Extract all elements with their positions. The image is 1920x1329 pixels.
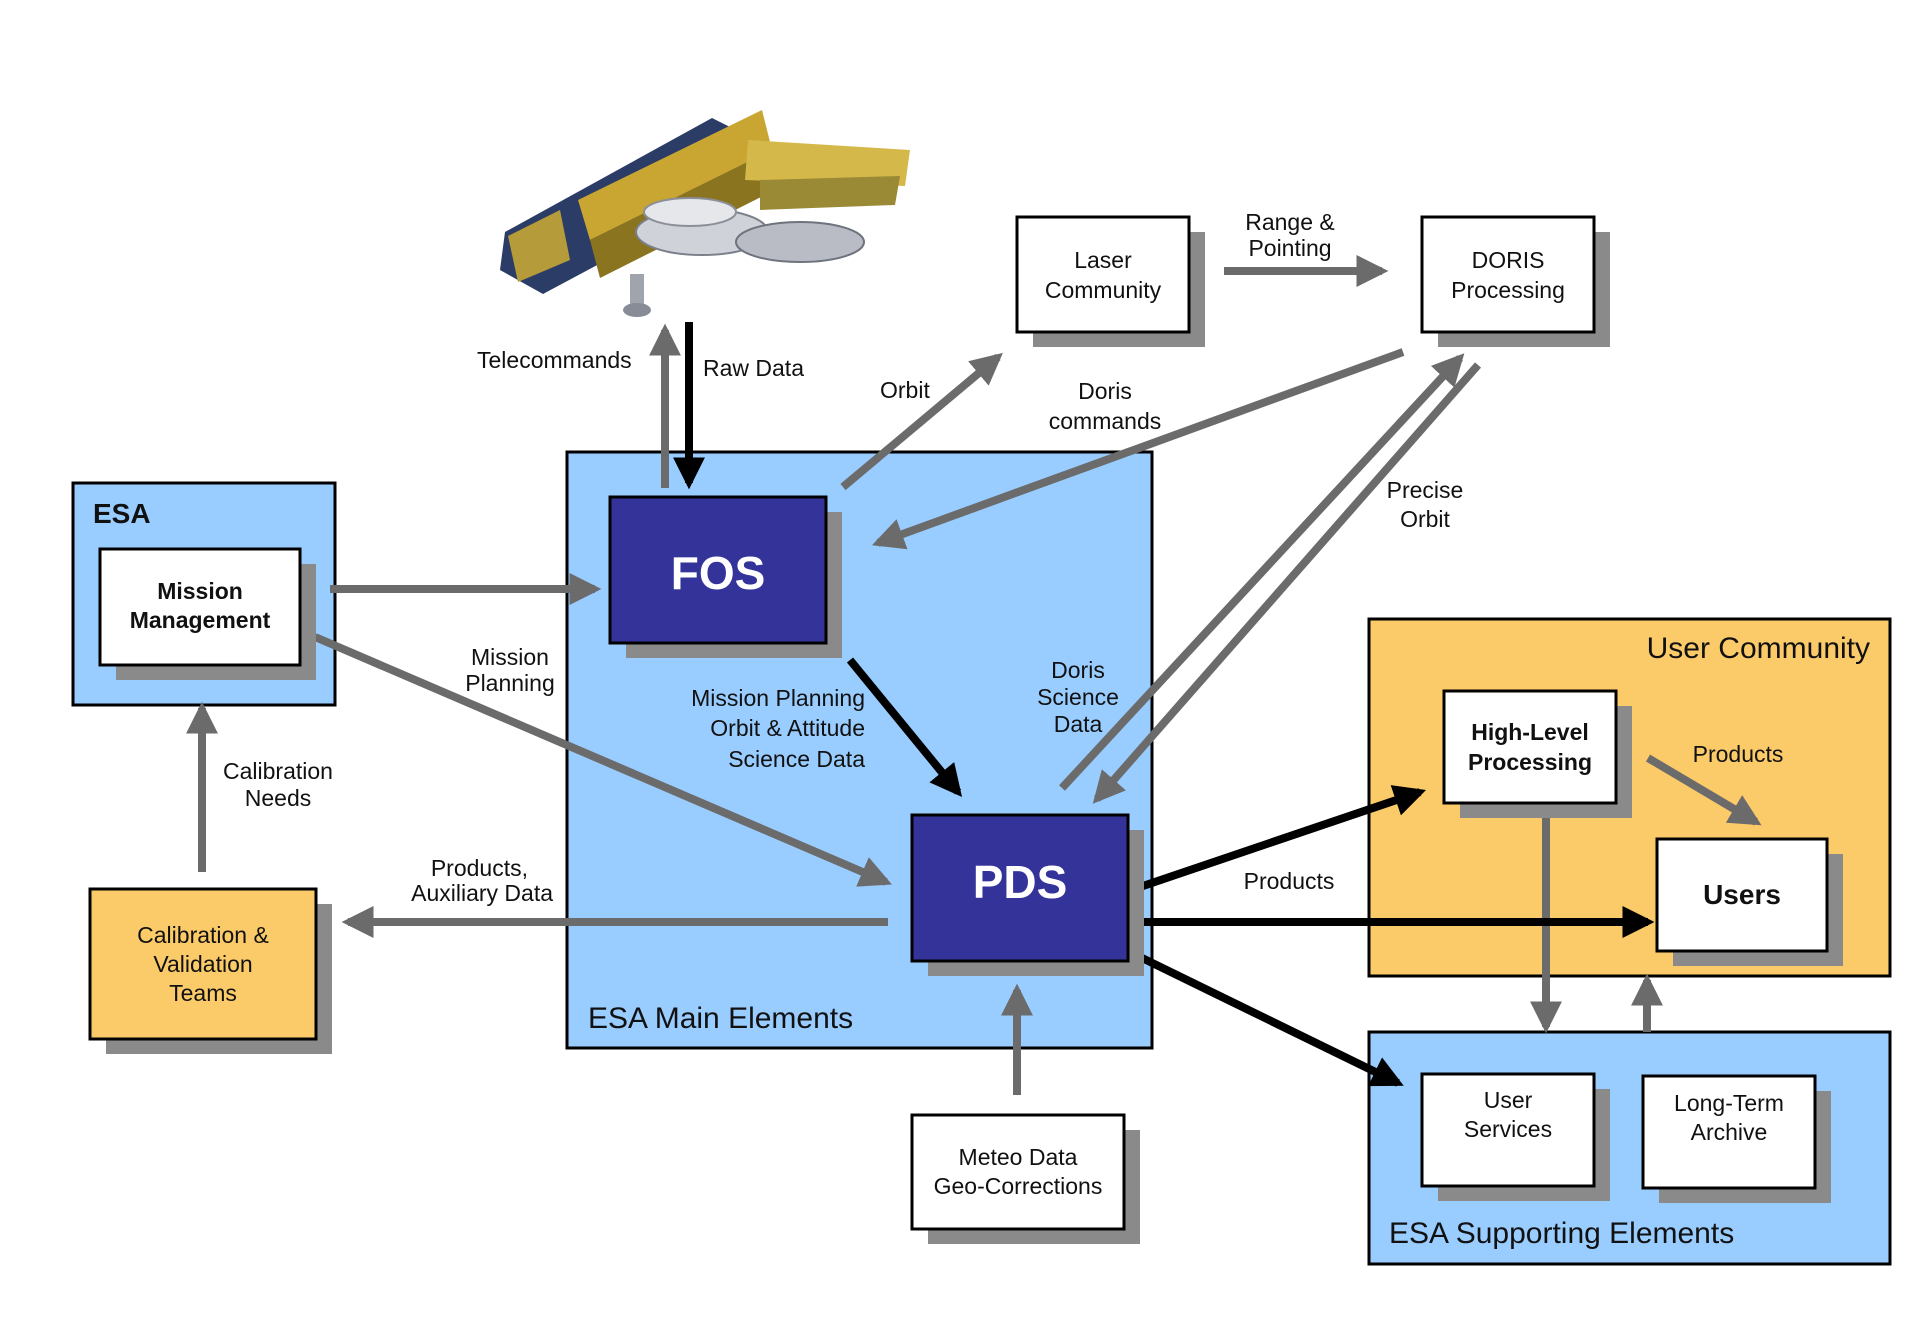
svg-text:Users: Users — [1703, 879, 1781, 910]
arrow-orbit — [840, 352, 1003, 491]
satellite-icon — [500, 110, 910, 317]
arrow-doris-commands — [871, 348, 1405, 550]
svg-text:Calibration &: Calibration & — [137, 922, 269, 948]
svg-text:Long-Term: Long-Term — [1674, 1090, 1784, 1116]
svg-text:Pointing: Pointing — [1248, 235, 1331, 261]
arrow-precise-orbit — [1092, 362, 1482, 804]
svg-text:Laser: Laser — [1074, 247, 1132, 273]
svg-text:Teams: Teams — [169, 980, 237, 1006]
svg-text:Community: Community — [1045, 277, 1162, 303]
user-services-box: User Services — [1420, 1072, 1610, 1201]
svg-text:DORIS: DORIS — [1472, 247, 1545, 273]
label-mission-planning: Mission Planning — [465, 644, 555, 696]
user-community-title: User Community — [1647, 632, 1870, 665]
mission-management-box: Mission Management — [98, 547, 316, 680]
svg-text:Processing: Processing — [1451, 277, 1565, 303]
svg-text:Mission Planning: Mission Planning — [691, 685, 865, 711]
esa-supporting-elements-title: ESA Supporting Elements — [1389, 1217, 1734, 1250]
svg-text:Management: Management — [130, 607, 271, 633]
svg-text:Geo-Corrections: Geo-Corrections — [934, 1173, 1103, 1199]
svg-text:Planning: Planning — [465, 670, 555, 696]
arrow-pds-to-supporting — [1138, 953, 1404, 1087]
svg-text:Validation: Validation — [153, 951, 252, 977]
arrow-products-to-users — [1645, 754, 1762, 826]
long-term-archive-box: Long-Term Archive — [1641, 1074, 1831, 1203]
doris-processing-box: DORIS Processing — [1420, 215, 1610, 347]
svg-text:Data: Data — [1054, 711, 1103, 737]
calibration-validation-box: Calibration & Validation Teams — [88, 887, 332, 1054]
svg-text:commands: commands — [1049, 408, 1161, 434]
label-telecommands: Telecommands — [477, 347, 632, 373]
svg-text:Range &: Range & — [1245, 209, 1335, 235]
meteo-data-box: Meteo Data Geo-Corrections — [910, 1113, 1140, 1244]
svg-text:Orbit & Attitude: Orbit & Attitude — [710, 715, 865, 741]
svg-text:Needs: Needs — [245, 785, 311, 811]
black-arrows — [673, 322, 1655, 1087]
svg-text:Processing: Processing — [1468, 749, 1592, 775]
arrow-fos-to-pds — [846, 657, 963, 797]
svg-text:PDS: PDS — [973, 856, 1068, 908]
label-doris-science-data: Doris Science Data — [1037, 657, 1119, 737]
svg-text:Orbit: Orbit — [1400, 506, 1450, 532]
svg-text:Mission: Mission — [471, 644, 549, 670]
svg-text:User: User — [1484, 1087, 1533, 1113]
arrow-pds-to-high-level — [1138, 785, 1427, 891]
label-fos-to-pds: Mission Planning Orbit & Attitude Scienc… — [691, 685, 865, 772]
svg-text:Doris: Doris — [1078, 378, 1132, 404]
arrow-mission-planning — [313, 633, 892, 887]
label-products-main: Products — [1244, 868, 1335, 894]
svg-text:Doris: Doris — [1051, 657, 1105, 683]
svg-text:FOS: FOS — [671, 547, 766, 599]
svg-text:Services: Services — [1464, 1116, 1552, 1142]
svg-text:Science Data: Science Data — [728, 746, 865, 772]
svg-text:Precise: Precise — [1387, 477, 1464, 503]
svg-text:Auxiliary Data: Auxiliary Data — [411, 880, 553, 906]
svg-text:Archive: Archive — [1691, 1119, 1768, 1145]
esa-group-title: ESA — [93, 498, 151, 529]
label-calibration-needs: Calibration Needs — [223, 758, 333, 811]
label-raw-data: Raw Data — [703, 355, 804, 381]
svg-text:Calibration: Calibration — [223, 758, 333, 784]
svg-text:Mission: Mission — [157, 578, 243, 604]
label-doris-commands: Doris commands — [1049, 378, 1161, 434]
laser-community-box: Laser Community — [1015, 215, 1205, 347]
label-products-auxiliary: Products, Auxiliary Data — [411, 855, 553, 906]
svg-text:Products,: Products, — [431, 855, 528, 881]
high-level-processing-box: High-Level Processing — [1442, 689, 1632, 818]
svg-text:High-Level: High-Level — [1471, 719, 1589, 745]
label-products-users: Products — [1693, 741, 1784, 767]
svg-text:Meteo Data: Meteo Data — [959, 1144, 1078, 1170]
label-orbit: Orbit — [880, 377, 930, 403]
users-box: Users — [1655, 837, 1843, 966]
pds-box: PDS — [910, 813, 1144, 976]
fos-box: FOS — [608, 495, 842, 658]
label-precise-orbit: Precise Orbit — [1387, 477, 1464, 532]
label-range-pointing: Range & Pointing — [1245, 209, 1335, 261]
arrow-doris-science-data — [1059, 353, 1465, 791]
esa-main-elements-title: ESA Main Elements — [588, 1002, 853, 1035]
svg-text:Science: Science — [1037, 684, 1119, 710]
